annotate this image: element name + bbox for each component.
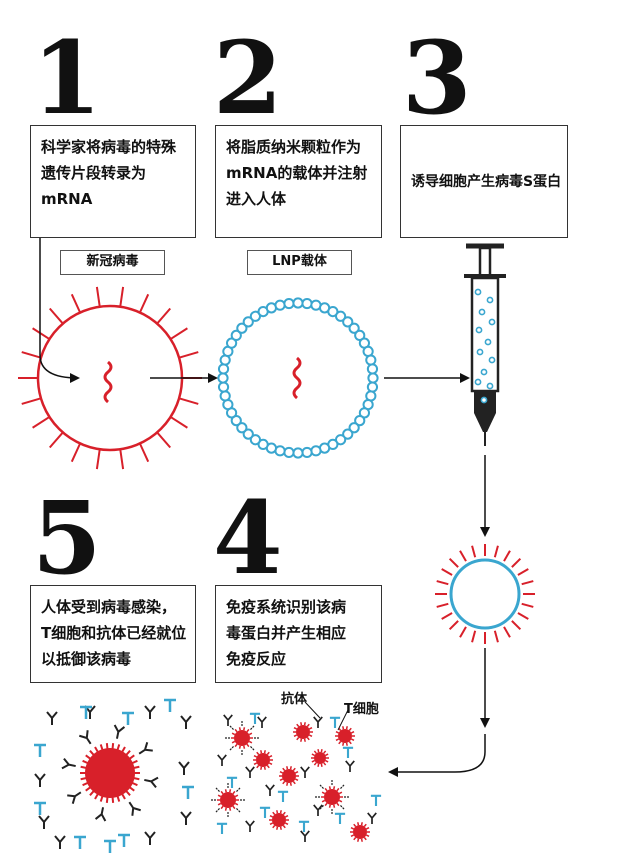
t-cell-icon <box>249 712 261 724</box>
t-cell-label: T细胞 <box>344 702 379 717</box>
step-3-text-line: 诱导细胞产生病毒S蛋白 <box>411 173 562 190</box>
syringe-icon <box>464 243 506 446</box>
t-cell-icon <box>118 833 130 847</box>
antibody-icon <box>300 830 310 842</box>
step-4-text-line: 毒蛋白并产生相应 <box>226 624 347 642</box>
step-1-text-line: mRNA <box>41 190 93 208</box>
antibody-icon <box>113 724 126 739</box>
t-cell-icon <box>34 801 46 815</box>
antibody-pointer <box>304 701 321 719</box>
step-5-text-line: 以抵御该病毒 <box>41 650 132 668</box>
antibody-icon <box>34 773 46 787</box>
step-4-box: 免疫系统识别该病 毒蛋白并产生相应 免疫反应 <box>215 585 382 683</box>
t-cell-icon <box>259 806 271 818</box>
step-4-text-line: 免疫反应 <box>226 650 287 668</box>
antibody-icon <box>257 716 267 728</box>
lnp-label: LNP载体 <box>247 250 352 275</box>
step-number-3: 3 <box>402 19 472 137</box>
t-cell-icon <box>182 785 194 799</box>
t-cell-icon <box>104 839 116 853</box>
spike-cell-icon <box>435 544 535 644</box>
arrow-icon <box>39 238 80 383</box>
step-1-text-line: 科学家将病毒的特殊 <box>41 138 177 156</box>
step-2-text-line: 进入人体 <box>226 190 287 208</box>
antibody-icon <box>94 807 107 822</box>
step-number-4: 4 <box>213 479 283 597</box>
step-3-box: 诱导细胞产生病毒S蛋白 <box>400 125 568 238</box>
step-1-box: 科学家将病毒的特殊 遗传片段转录为 mRNA <box>30 125 196 238</box>
t-cell-icon <box>342 746 354 758</box>
t-cell-icon <box>164 698 176 712</box>
antibody-icon <box>345 760 355 772</box>
mrna-strand-icon <box>292 356 302 400</box>
step-2-box: 将脂质纳米颗粒作为 mRNA的载体并注射 进入人体 <box>215 125 382 238</box>
antibody-icon <box>313 716 323 728</box>
antibody-label: 抗体 <box>281 692 308 707</box>
antibody-icon <box>178 761 190 775</box>
step-2-text-line: mRNA的载体并注射 <box>226 164 368 182</box>
antibody-icon <box>144 776 159 789</box>
antibody-icon <box>79 730 92 745</box>
lnp-particle-icon <box>217 297 379 459</box>
antibody-icon <box>144 831 156 845</box>
step-number-5: 5 <box>32 479 102 597</box>
t-cell-icon <box>122 711 134 725</box>
step-4-text-line: 免疫系统识别该病 <box>226 598 347 616</box>
t-cell-icon <box>370 794 382 806</box>
antibody-icon <box>54 835 66 849</box>
step-2-text-line: 将脂质纳米颗粒作为 <box>226 138 362 156</box>
virus-icon <box>18 286 202 470</box>
t-cell-icon <box>80 705 92 719</box>
antibody-icon <box>180 811 192 825</box>
t-cell-icon <box>216 822 228 834</box>
t-cell-icon <box>334 812 346 824</box>
t-cell-pointer <box>337 709 349 731</box>
step-5-text-line: T细胞和抗体已经就位 <box>41 624 187 642</box>
antibody-icon <box>180 715 192 729</box>
antibody-icon <box>144 705 156 719</box>
antibody-icon <box>138 742 153 755</box>
step-5-box: 人体受到病毒感染， T细胞和抗体已经就位 以抵御该病毒 <box>30 585 196 683</box>
antibody-icon <box>38 815 50 829</box>
t-cell-icon <box>34 743 46 757</box>
virus-icon <box>80 743 140 803</box>
antibody-icon <box>265 784 275 796</box>
step-number-1: 1 <box>32 19 102 137</box>
antibody-icon <box>367 812 377 824</box>
arrow-icon <box>388 734 486 777</box>
antibody-icon <box>223 714 233 726</box>
t-cell-icon <box>277 790 289 802</box>
antibody-icon <box>217 754 227 766</box>
antibody-icon <box>245 766 255 778</box>
antibody-icon <box>128 801 141 816</box>
t-cell-icon <box>74 835 86 849</box>
antibody-icon <box>313 804 323 816</box>
antibody-icon <box>300 766 310 778</box>
antibody-icon <box>67 791 82 804</box>
mrna-strand-icon <box>103 360 113 404</box>
step-number-2: 2 <box>213 19 283 137</box>
virus-label: 新冠病毒 <box>60 250 165 275</box>
t-cell-icon <box>329 716 341 728</box>
antibody-icon <box>46 711 58 725</box>
step-5-text-line: 人体受到病毒感染， <box>41 598 177 616</box>
antibody-icon <box>61 757 76 770</box>
step-1-text-line: 遗传片段转录为 <box>41 164 147 182</box>
antibody-icon <box>245 820 255 832</box>
t-cell-icon <box>298 820 310 832</box>
t-cell-icon <box>226 776 238 788</box>
